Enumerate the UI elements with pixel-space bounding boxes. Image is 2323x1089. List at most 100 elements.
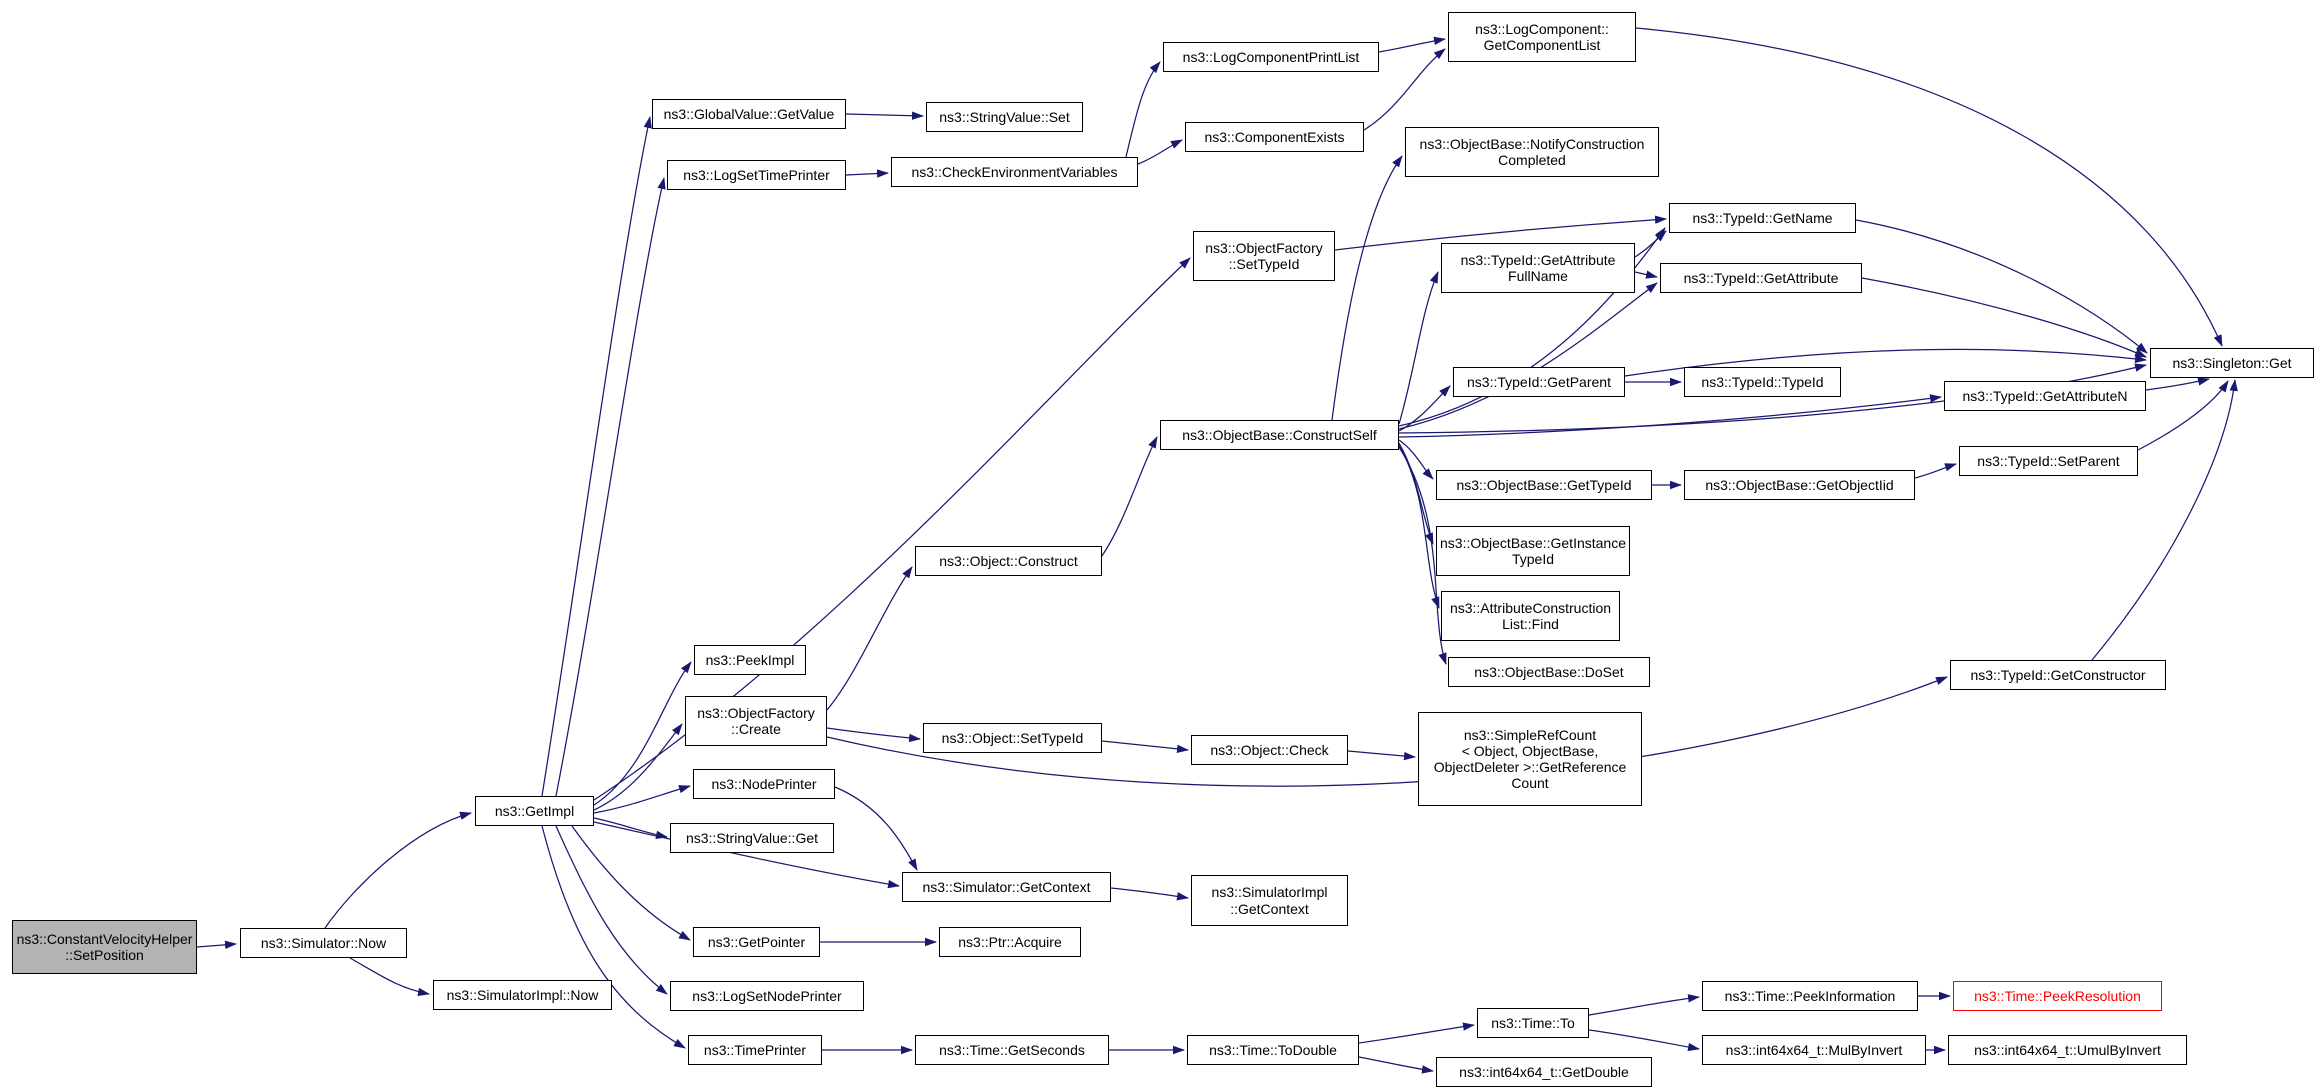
node-objectbase-doset[interactable]: ns3::ObjectBase::DoSet	[1448, 657, 1650, 687]
node-notifyconstructioncompleted[interactable]: ns3::ObjectBase::NotifyConstruction Comp…	[1405, 127, 1659, 177]
node-objectfactory-create[interactable]: ns3::ObjectFactory ::Create	[685, 696, 827, 746]
edge-object-settypeid-object-check	[1101, 740, 1189, 754]
node-object-construct[interactable]: ns3::Object::Construct	[915, 546, 1102, 576]
node-stringvalue-set[interactable]: ns3::StringValue::Set	[926, 102, 1083, 132]
edge-typeid-getattributefullname-typeid-getattribute	[1634, 270, 1658, 279]
node-attributeconstructionlist-find[interactable]: ns3::AttributeConstruction List::Find	[1441, 591, 1620, 641]
node-object-check[interactable]: ns3::Object::Check	[1191, 735, 1348, 765]
edge-getimpl-nodeprinter	[593, 785, 691, 814]
edge-getimpl-simulator-getcontext	[593, 821, 900, 889]
edge-constructself-typeid-getattributefullname	[1398, 271, 1439, 425]
node-time-todouble[interactable]: ns3::Time::ToDouble	[1187, 1035, 1359, 1065]
node-time-peekresolution[interactable]: ns3::Time::PeekResolution	[1953, 981, 2162, 1011]
node-globalvalue-getvalue[interactable]: ns3::GlobalValue::GetValue	[652, 99, 846, 129]
edge-object-check-getreferencecount	[1347, 750, 1416, 761]
edge-constructself-typeid-getattributen	[1398, 394, 1942, 438]
edge-typeid-getname-singleton-get	[1855, 219, 2148, 354]
node-componentexists[interactable]: ns3::ComponentExists	[1185, 122, 1364, 152]
node-typeid-typeid[interactable]: ns3::TypeId::TypeId	[1684, 367, 1841, 397]
node-setposition: ns3::ConstantVelocityHelper ::SetPositio…	[12, 920, 197, 974]
edge-globalvalue-getvalue-stringvalue-set	[845, 111, 924, 120]
edge-getimpl-peekimpl	[593, 661, 692, 806]
node-simulatorimpl-getcontext[interactable]: ns3::SimulatorImpl ::GetContext	[1191, 875, 1348, 926]
node-nodeprinter[interactable]: ns3::NodePrinter	[693, 769, 835, 799]
node-simulator-getcontext[interactable]: ns3::Simulator::GetContext	[902, 872, 1111, 902]
edge-logsettimeprinter-checkenv	[845, 169, 889, 178]
edge-getimpl-logsettimeprinter	[555, 177, 666, 797]
node-objectfactory-settypeid[interactable]: ns3::ObjectFactory ::SetTypeId	[1193, 231, 1335, 281]
edge-constructself-objectbase-gettypeid	[1398, 439, 1434, 480]
edge-nodeprinter-simulator-getcontext	[834, 786, 918, 871]
node-getcomponentlist[interactable]: ns3::LogComponent:: GetComponentList	[1448, 12, 1636, 62]
node-checkenvironmentvariables[interactable]: ns3::CheckEnvironmentVariables	[891, 157, 1138, 187]
edge-typeid-setparent-singleton-get	[2137, 380, 2229, 451]
node-singleton-get[interactable]: ns3::Singleton::Get	[2150, 348, 2314, 378]
edge-typeid-getattributen-singleton-get	[2145, 377, 2210, 391]
node-getpointer[interactable]: ns3::GetPointer	[693, 927, 820, 957]
node-logsetnodeprinter[interactable]: ns3::LogSetNodePrinter	[670, 981, 864, 1011]
edge-time-todouble-time-to	[1358, 1022, 1475, 1044]
node-objectbase-constructself[interactable]: ns3::ObjectBase::ConstructSelf	[1160, 420, 1399, 450]
node-typeid-getattributefullname[interactable]: ns3::TypeId::GetAttribute FullName	[1441, 243, 1635, 293]
edge-factory-create-object-construct	[826, 566, 913, 711]
node-typeid-getattributen[interactable]: ns3::TypeId::GetAttributeN	[1944, 381, 2146, 411]
edge-now-getimpl	[324, 811, 472, 929]
node-int64x64-umulbyinvert[interactable]: ns3::int64x64_t::UmulByInvert	[1948, 1035, 2187, 1065]
edge-constructself-attrlist-find	[1398, 444, 1440, 609]
edge-checkenv-logcomponentprintlist	[1125, 61, 1161, 158]
node-objectbase-gettypeid[interactable]: ns3::ObjectBase::GetTypeId	[1436, 470, 1652, 500]
node-time-peekinformation[interactable]: ns3::Time::PeekInformation	[1702, 981, 1918, 1011]
edge-getimpl-factory-settypeid	[593, 257, 1191, 801]
edge-getimpl-getpointer	[571, 825, 691, 941]
node-int64x64-mulbyinvert[interactable]: ns3::int64x64_t::MulByInvert	[1702, 1035, 1926, 1065]
edge-getimpl-factory-create	[593, 723, 683, 811]
edge-componentexists-getcomponentlist	[1363, 48, 1446, 131]
edge-constructself-objectbase-doset	[1398, 446, 1447, 665]
edge-constructself-notifyconstruction	[1331, 155, 1403, 421]
edge-getimpl-timeprinter	[541, 825, 686, 1049]
node-ptr-acquire[interactable]: ns3::Ptr::Acquire	[939, 927, 1081, 957]
node-objectbase-getobjectiid[interactable]: ns3::ObjectBase::GetObjectIid	[1684, 470, 1915, 500]
node-simulator-now[interactable]: ns3::Simulator::Now	[240, 928, 407, 958]
node-timeprinter[interactable]: ns3::TimePrinter	[688, 1035, 822, 1065]
node-typeid-setparent[interactable]: ns3::TypeId::SetParent	[1959, 446, 2138, 476]
edge-constructself-typeid-getname	[1398, 227, 1666, 427]
node-time-to[interactable]: ns3::Time::To	[1477, 1008, 1589, 1038]
node-typeid-getparent[interactable]: ns3::TypeId::GetParent	[1453, 367, 1625, 397]
edge-now-impl-now	[349, 957, 430, 997]
edge-objectbase-getobjectiid-typeid-setparent	[1914, 463, 1957, 479]
node-typeid-getconstructor[interactable]: ns3::TypeId::GetConstructor	[1950, 660, 2166, 690]
node-objectbase-getinstancetypeid[interactable]: ns3::ObjectBase::GetInstance TypeId	[1436, 526, 1630, 576]
node-getimpl[interactable]: ns3::GetImpl	[475, 796, 594, 826]
node-object-settypeid[interactable]: ns3::Object::SetTypeId	[923, 723, 1102, 753]
edge-checkenv-componentexists	[1137, 139, 1183, 165]
node-simulatorimpl-now[interactable]: ns3::SimulatorImpl::Now	[433, 980, 612, 1010]
edge-getimpl-stringvalue-get	[593, 817, 668, 839]
node-int64x64-getdouble[interactable]: ns3::int64x64_t::GetDouble	[1436, 1057, 1652, 1087]
edge-time-todouble-int64-getdouble	[1358, 1056, 1434, 1074]
node-peekimpl[interactable]: ns3::PeekImpl	[694, 645, 806, 675]
edge-time-to-int64-mulbyinvert	[1588, 1029, 1700, 1052]
node-logcomponentprintlist[interactable]: ns3::LogComponentPrintList	[1163, 42, 1379, 72]
node-simplerefcount-getreferencecount[interactable]: ns3::SimpleRefCount < Object, ObjectBase…	[1418, 712, 1642, 806]
edge-simulator-getcontext-simulatorimpl-getcontext	[1110, 887, 1189, 901]
node-typeid-getname[interactable]: ns3::TypeId::GetName	[1669, 203, 1856, 233]
edge-constructself-getinstancetypeid	[1398, 442, 1434, 545]
node-typeid-getattribute[interactable]: ns3::TypeId::GetAttribute	[1660, 263, 1862, 293]
node-time-getseconds[interactable]: ns3::Time::GetSeconds	[915, 1035, 1109, 1065]
node-stringvalue-get[interactable]: ns3::StringValue::Get	[670, 823, 834, 853]
node-logsettimeprinter[interactable]: ns3::LogSetTimePrinter	[667, 160, 846, 190]
edge-constructself-typeid-getattribute	[1398, 282, 1658, 430]
edge-object-construct-constructself	[1101, 436, 1158, 557]
edge-logcomponentprintlist-getcomponentlist	[1378, 36, 1446, 53]
edge-getcomponentlist-singleton-get	[1635, 27, 2223, 347]
edge-getimpl-globalvalue-getvalue	[541, 116, 652, 797]
edge-factory-create-object-settypeid	[826, 727, 921, 743]
edge-time-to-time-peekinformation	[1588, 994, 1700, 1016]
edge-typeid-getparent-singleton-get	[1624, 348, 2147, 377]
edge-typeid-getattributefullname-typeid-getname	[1634, 230, 1667, 258]
edge-factory-settypeid-typeid-getname	[1334, 215, 1667, 251]
edge-constructself-typeid-getparent	[1398, 385, 1451, 432]
